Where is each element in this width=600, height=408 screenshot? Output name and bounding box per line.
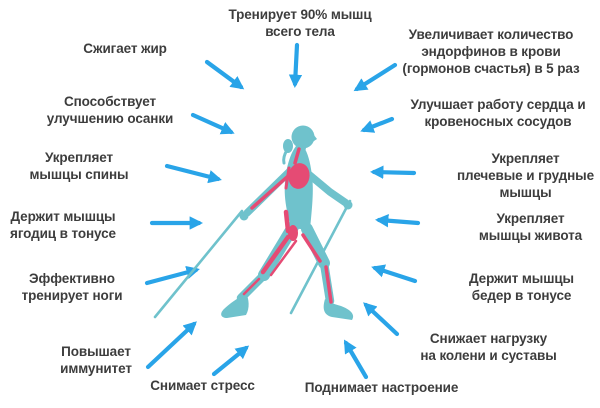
label-burns-fat: Сжигает жир <box>83 41 167 56</box>
arrow-hips <box>371 264 418 284</box>
figure-face <box>308 130 317 145</box>
figure-ponytail-tail <box>282 148 289 165</box>
label-abs: Укрепляет мышцы живота <box>478 211 583 243</box>
figure-ponytail <box>283 139 293 153</box>
arrow-abs <box>374 214 421 228</box>
label-hips: Держит мышцы бедер в тонусе <box>469 271 574 303</box>
figure-front-arm <box>302 168 350 207</box>
label-heart: Улучшает работу сердца и кровеносных сос… <box>410 97 586 129</box>
arrow-endorphins <box>353 62 398 92</box>
label-knees: Снижает нагрузку на колени и суставы <box>420 331 557 363</box>
figure-front-thigh <box>301 223 330 269</box>
arrow-posture <box>190 112 235 135</box>
arrow-mood <box>343 339 369 380</box>
nordic-walker-figure <box>153 125 354 320</box>
label-legs: Эффективно тренирует ноги <box>21 271 123 303</box>
figure-muscles <box>242 147 333 304</box>
label-mood: Поднимает настроение <box>304 380 459 395</box>
arrow-trains-total <box>288 42 303 89</box>
label-glutes: Держит мышцы ягодиц в тонусе <box>10 209 116 241</box>
arrow-knees <box>363 302 400 337</box>
figure-rear-hand <box>239 211 249 221</box>
label-posture: Способствует улучшению осанки <box>46 94 174 126</box>
figure-rear-shoe <box>221 293 249 318</box>
arrow-shoulders <box>369 165 417 179</box>
arrow-stress <box>211 345 250 377</box>
label-shoulders: Укрепляет плечевые и грудные мышцы <box>456 151 595 200</box>
arrow-heart <box>360 116 395 133</box>
walking-pole-rear <box>153 209 244 319</box>
figure-front-hand <box>343 200 353 210</box>
arrow-immunity <box>145 321 197 370</box>
label-endorphins: Увеличивает количество эндорфинов в кров… <box>402 27 580 76</box>
label-immunity: Повышает иммунитет <box>60 344 132 376</box>
figure-front-shoe <box>323 299 354 320</box>
arrow-legs <box>144 265 200 286</box>
arrow-burns-fat <box>204 59 245 90</box>
label-trains-total: Тренирует 90% мышц всего тела <box>228 7 372 39</box>
benefit-arrows <box>144 42 421 380</box>
arrow-back <box>164 163 222 184</box>
label-back: Укрепляет мышцы спины <box>29 150 129 182</box>
label-stress: Снимает стресс <box>150 378 255 393</box>
